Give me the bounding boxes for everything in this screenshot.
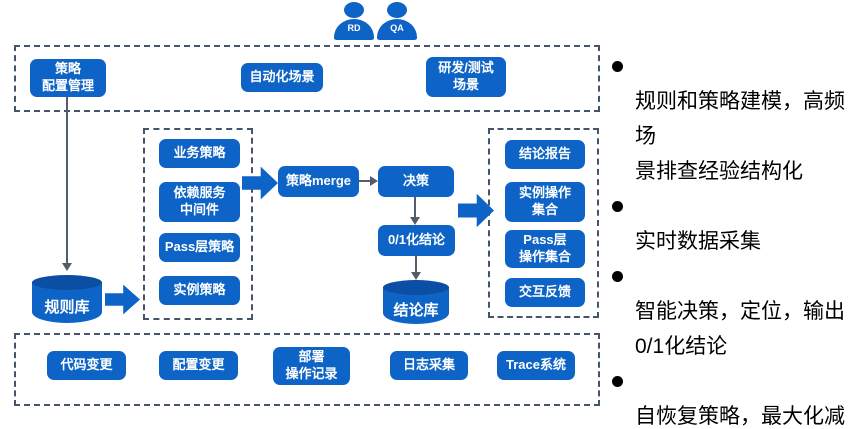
bullet-text-3: 智能决策，定位，输出 0/1化结论 [635,300,845,358]
box-code-change: 代码变更 [47,351,126,380]
qa-user-torso [377,19,417,40]
box-trace-system: Trace系统 [497,351,575,380]
box-business-strategy: 业务策略 [159,139,240,168]
box-policy-config: 策略 配置管理 [30,59,106,97]
box-instance-strategy: 实例策略 [159,276,240,305]
bullet-item-2: 实时数据采集 [612,189,860,259]
box-rd-test-scene: 研发/测试 场景 [426,57,506,97]
connector-binary-to-conclusiondb [415,256,417,273]
bullet-item-4: 自恢复策略，最大化减少 人工介入 [612,364,860,429]
bullet-text-2: 实时数据采集 [635,230,761,253]
qa-user-head [387,2,407,18]
output-group-frame [488,128,599,318]
box-strategy-merge: 策略merge [278,166,359,197]
box-pass-layer-operation-set: Pass层 操作集合 [505,230,585,268]
conclusion-db-cylinder-top [383,280,449,295]
box-conclusion-report: 结论报告 [505,140,585,169]
conclusion-db-cylinder: 结论库 [383,280,449,324]
box-log-collection: 日志采集 [390,351,468,380]
rd-user-torso [334,19,374,40]
qa-user-label: QA [390,23,404,33]
rd-user-icon: RD [334,2,374,40]
connector-binary-to-conclusiondb-arrowhead-icon [411,272,421,280]
bullet-dot-icon [612,271,623,282]
box-dependency-middleware: 依赖服务 中间件 [159,182,240,222]
conclusion-db-label: 结论库 [393,301,439,319]
connector-config-to-ruledb-arrowhead-icon [62,263,72,271]
bullet-item-3: 智能决策，定位，输出 0/1化结论 [612,259,860,364]
rule-db-cylinder: 规则库 [32,275,102,323]
strategy-group-frame [143,128,253,320]
box-interaction-feedback: 交互反馈 [505,278,585,307]
box-instance-operation-set: 实例操作 集合 [505,182,585,222]
top-scene-group-frame [14,45,600,112]
connector-decision-to-binary [414,197,416,218]
bullet-dot-icon [612,201,623,212]
bullet-text-1: 规则和策略建模，高频场 景排查经验结构化 [635,90,845,183]
connector-merge-to-decision-arrowhead-icon [370,176,378,186]
rule-db-cylinder-top [32,275,102,290]
connector-config-to-ruledb [66,97,68,263]
box-automation-scene: 自动化场景 [241,63,323,92]
bullet-text-4: 自恢复策略，最大化减少 人工介入 [635,405,845,428]
data-source-group-frame [14,333,600,406]
connector-decision-to-binary-arrowhead-icon [410,217,420,225]
box-config-change: 配置变更 [159,351,238,380]
qa-user-icon: QA [377,2,417,40]
feature-bullet-list: 规则和策略建模，高频场 景排查经验结构化 实时数据采集 智能决策，定位，输出 0… [612,49,860,429]
box-pass-layer-strategy: Pass层策略 [159,233,240,262]
bullet-dot-icon [612,61,623,72]
bullet-dot-icon [612,376,623,387]
box-deploy-operation-record: 部署 操作记录 [273,347,350,385]
connector-merge-to-decision [359,180,371,182]
rule-db-label: 规则库 [44,298,90,316]
rd-user-label: RD [347,23,361,33]
rd-user-head [344,2,364,18]
box-decision: 决策 [378,166,454,197]
box-binary-conclusion: 0/1化结论 [378,225,455,256]
bullet-item-1: 规则和策略建模，高频场 景排查经验结构化 [612,49,860,189]
arrow-ruledb-to-strategy-icon [105,284,140,315]
